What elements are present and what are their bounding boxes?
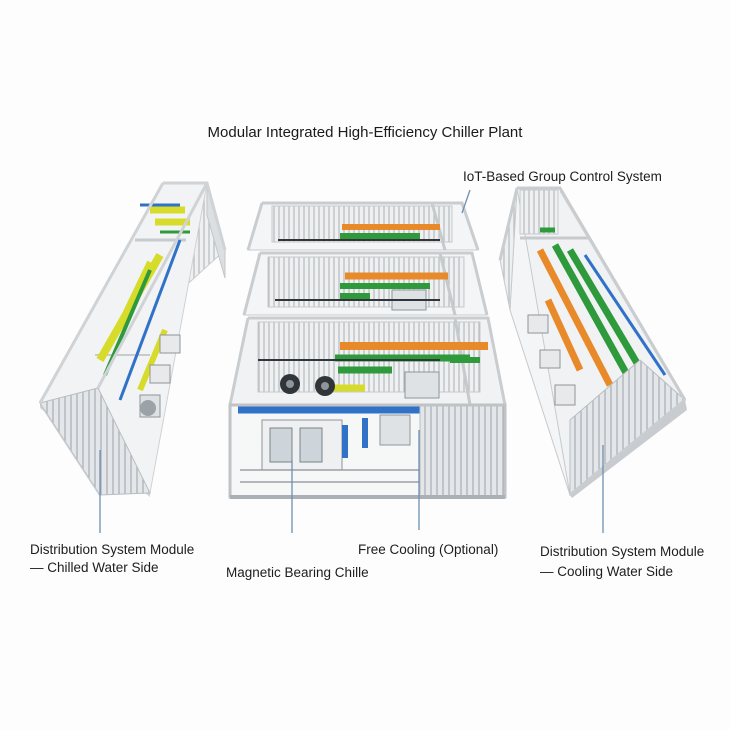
center-front-container (228, 316, 507, 499)
label-cooling-water-line1: Distribution System Module (540, 544, 705, 559)
center-middle-container (242, 251, 489, 316)
label-magnetic-bearing: Magnetic Bearing Chille (226, 565, 369, 580)
center-back-container (246, 201, 480, 251)
right-container-cooling-water (498, 186, 687, 498)
label-free-cooling: Free Cooling (Optional) (358, 542, 499, 557)
label-chilled-water-line1: Distribution System Module (30, 542, 195, 557)
label-chilled-water-line2: — Chilled Water Side (30, 560, 159, 575)
label-iot-control: IoT-Based Group Control System (463, 169, 662, 184)
leader-lines (99, 189, 604, 533)
diagram-title: Modular Integrated High-Efficiency Chill… (207, 124, 523, 141)
leader-iot (461, 189, 471, 214)
left-container-chilled-water (38, 181, 227, 497)
label-cooling-water-line2: — Cooling Water Side (540, 564, 674, 579)
